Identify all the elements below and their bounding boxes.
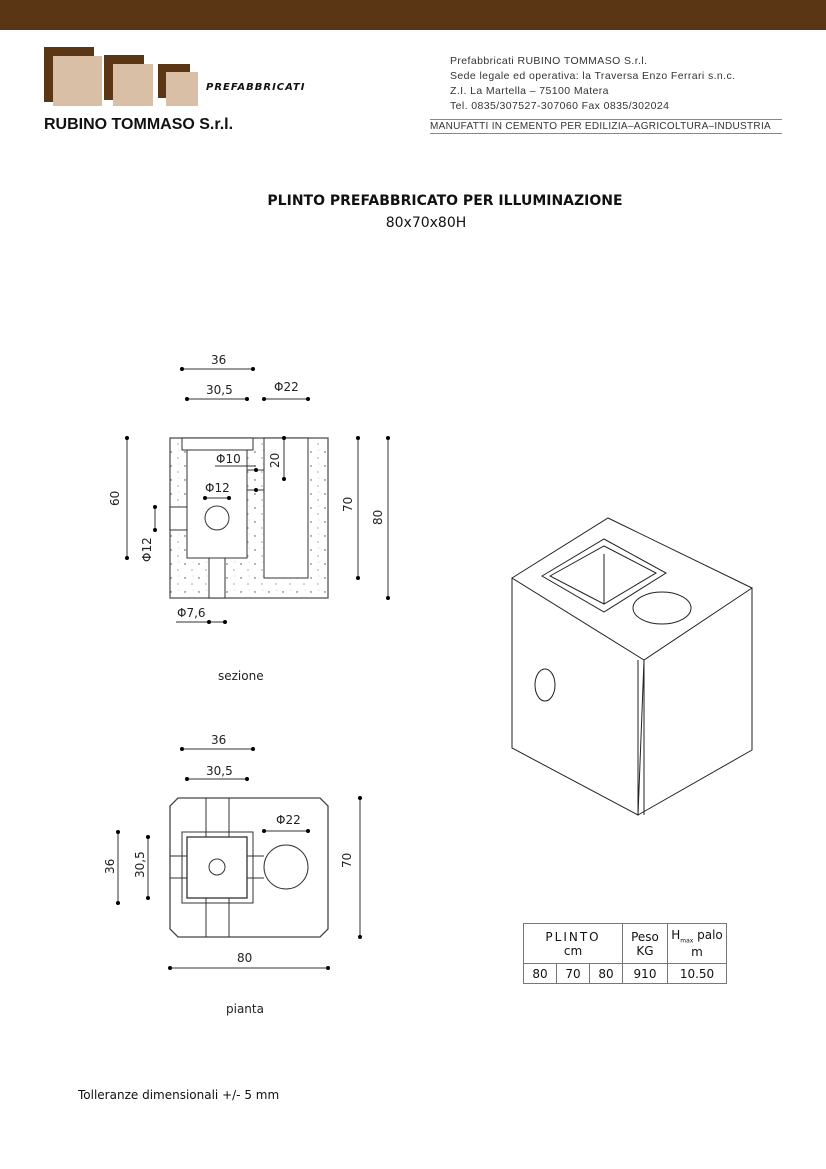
logo-word: PREFABBRICATI: [206, 82, 306, 93]
plan-caption: pianta: [226, 1002, 264, 1016]
dim-20: 20: [268, 453, 282, 468]
dim-36-vertical: 36: [103, 859, 117, 874]
plinto-label: PLINTO: [545, 929, 601, 944]
m-label: m: [691, 944, 703, 959]
tagline: MANUFATTI IN CEMENTO PER EDILIZIA–AGRICO…: [430, 119, 782, 134]
plan-view: 36 30,5 Φ22 36 30,5 70 80 pianta: [103, 733, 362, 1016]
dim-30-5: 30,5: [206, 764, 233, 778]
dim-80: 80: [371, 510, 385, 525]
dim-60: 60: [108, 491, 122, 506]
header-band: [0, 0, 826, 30]
cm-label: cm: [563, 943, 583, 958]
dim-d12-side: Φ12: [140, 537, 154, 562]
company-address: Prefabbricati RUBINO TOMMASO S.r.l. Sede…: [450, 54, 735, 114]
address-line: Tel. 0835/307527-307060 Fax 0835/302024: [450, 100, 670, 112]
address-line: Sede legale ed operativa: la Traversa En…: [450, 70, 736, 82]
dim-d10: Φ10: [216, 452, 241, 466]
peso-label: Peso: [631, 929, 659, 944]
dim-d22: Φ22: [274, 380, 299, 394]
dim-d7-6: Φ7,6: [177, 606, 206, 620]
cell-height: 80: [589, 963, 623, 984]
dim-70: 70: [341, 497, 355, 512]
cell-length: 80: [523, 963, 557, 984]
kg-label: KG: [636, 943, 654, 958]
h-label: H: [671, 928, 681, 943]
address-line: Prefabbricati RUBINO TOMMASO S.r.l.: [450, 55, 648, 67]
isometric-view: [511, 517, 754, 816]
section-caption: sezione: [218, 669, 264, 683]
dim-30-5: 30,5: [206, 383, 233, 397]
dim-80: 80: [237, 951, 252, 965]
company-logo: [44, 47, 198, 106]
cell-max-pole-height: 10.50: [667, 963, 727, 984]
page-title: PLINTO PREFABBRICATO PER ILLUMINAZIONE: [267, 193, 623, 209]
palo-label: palo: [693, 928, 723, 943]
dim-d12: Φ12: [205, 481, 230, 495]
company-name: RUBINO TOMMASO S.r.l.: [44, 116, 234, 133]
dim-36: 36: [211, 733, 226, 747]
dim-d22: Φ22: [276, 813, 301, 827]
page-subtitle: 80x70x80H: [385, 215, 467, 231]
table-row: 80 70 80 910 10.50: [523, 963, 727, 984]
address-line: Z.I. La Martella – 75100 Matera: [450, 85, 609, 97]
cell-weight: 910: [622, 963, 668, 984]
dim-36: 36: [211, 353, 226, 367]
section-view: 36 30,5 Φ22 Φ10 Φ12 20 60 Φ12 70 80 Φ7,6…: [108, 353, 390, 683]
cell-width: 70: [556, 963, 590, 984]
dim-30-5-vertical: 30,5: [133, 851, 147, 878]
tolerance-note: Tolleranze dimensionali +/- 5 mm: [78, 1088, 280, 1102]
max-label: max: [680, 937, 694, 945]
dim-70: 70: [340, 853, 354, 868]
